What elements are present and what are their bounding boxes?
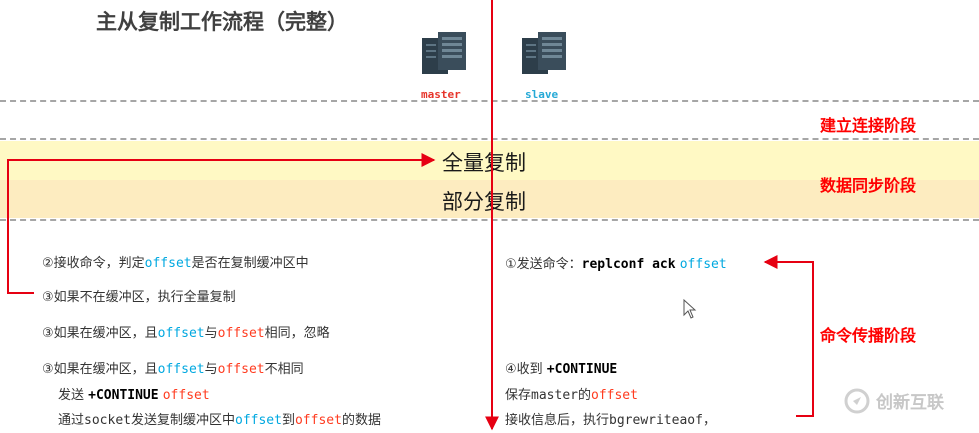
master-step-check-offset: ②接收命令，判定offset是否在复制缓冲区中 [42, 256, 309, 271]
master-step-full-copy: ③如果不在缓冲区，执行全量复制 [42, 290, 236, 305]
page-title: 主从复制工作流程（完整） [96, 10, 348, 34]
master-step-send-continue: 发送 +CONTINUE offset [58, 388, 210, 403]
slave-step-send-replconf: ①发送命令：replconf ack offset [505, 257, 727, 272]
divider-bottom [0, 219, 979, 221]
watermark-logo-icon [844, 388, 870, 414]
divider-middle [0, 138, 979, 140]
partial-sync-band [0, 180, 979, 218]
master-step-diff-offset: ③如果在缓冲区，且offset与offset不相同 [42, 362, 304, 377]
master-step-send-buffer: 通过socket发送复制缓冲区中offset到offset的数据 [58, 413, 381, 428]
resend-ack-arrow [763, 255, 814, 417]
phase-data-sync-label: 数据同步阶段 [820, 176, 917, 195]
slave-server-icon [522, 32, 566, 74]
slave-label: slave [525, 88, 559, 101]
slave-step-receive-continue: ④收到 +CONTINUE [505, 362, 618, 377]
full-copy-arrow [7, 153, 436, 294]
phase-connect-label: 建立连接阶段 [820, 116, 917, 135]
master-server-icon [422, 32, 466, 74]
master-step-same-offset: ③如果在缓冲区，且offset与offset相同，忽略 [42, 326, 330, 341]
full-sync-label: 全量复制 [442, 151, 526, 175]
divider-top [0, 100, 979, 102]
slave-step-bgrewriteaof: 接收信息后，执行bgrewriteaof， [505, 413, 716, 428]
phase-propagate-label: 命令传播阶段 [820, 326, 917, 345]
mouse-cursor-icon [683, 298, 697, 319]
master-label: master [421, 88, 461, 101]
partial-sync-label: 部分复制 [442, 190, 526, 214]
slave-step-save-offset: 保存master的offset [505, 388, 638, 403]
watermark-text: 创新互联 [876, 393, 944, 413]
